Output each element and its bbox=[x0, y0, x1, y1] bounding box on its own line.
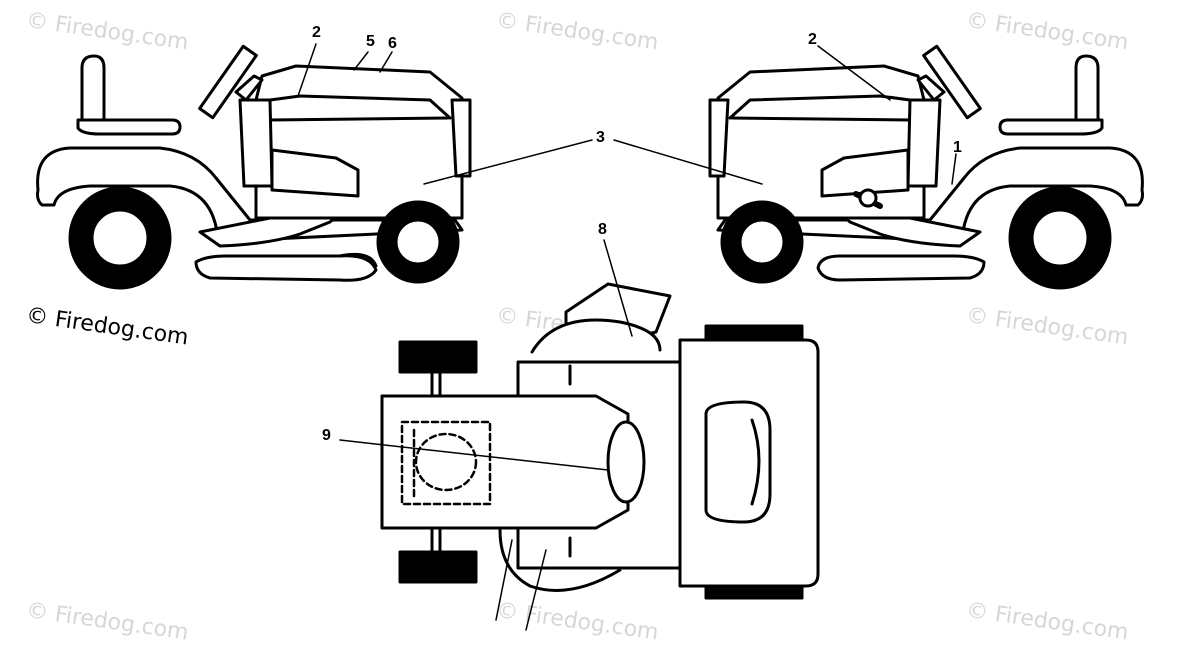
steering-wheel bbox=[922, 44, 982, 120]
callout-2-left: 2 bbox=[312, 24, 321, 41]
steering-wheel-top bbox=[606, 420, 646, 504]
seat-inner bbox=[750, 418, 761, 506]
dash bbox=[238, 98, 274, 188]
grille bbox=[708, 98, 730, 178]
right-side-view bbox=[708, 44, 1144, 290]
hood-top bbox=[380, 394, 630, 530]
hood-crease bbox=[268, 116, 450, 122]
seat-cushion bbox=[998, 118, 1104, 136]
hood-line bbox=[728, 94, 912, 120]
hood-crease bbox=[730, 116, 912, 122]
discharge-chute bbox=[338, 252, 378, 268]
lever-knob bbox=[858, 188, 878, 208]
callout-9: 9 bbox=[322, 427, 331, 444]
mower-deck bbox=[816, 254, 986, 282]
front-axle-bottom bbox=[430, 526, 442, 554]
steering-column bbox=[234, 74, 264, 102]
rear-hub bbox=[90, 208, 150, 268]
front-axle-top bbox=[430, 370, 442, 398]
front-tire-bottom bbox=[398, 550, 478, 584]
rear-fender bbox=[716, 146, 1144, 242]
leader-lines bbox=[297, 43, 957, 631]
front-tire-top bbox=[398, 340, 478, 374]
deck-upper bbox=[530, 318, 662, 354]
dash bbox=[906, 98, 942, 188]
engine-cylinder bbox=[414, 432, 478, 492]
steering-column bbox=[916, 74, 946, 102]
callout-2-right: 2 bbox=[808, 31, 817, 48]
rear-hub bbox=[1030, 208, 1090, 268]
callout-3: 3 bbox=[596, 129, 605, 146]
callout-6: 6 bbox=[388, 35, 397, 52]
front-hub bbox=[738, 218, 786, 266]
front-hub bbox=[394, 218, 442, 266]
seat-cushion bbox=[76, 118, 182, 136]
hood-line bbox=[268, 94, 452, 120]
top-view bbox=[380, 282, 820, 600]
callout-8: 8 bbox=[598, 221, 607, 238]
left-side-view bbox=[36, 44, 472, 290]
seat-back bbox=[80, 54, 106, 126]
rear-tire-top bbox=[704, 324, 804, 342]
steering-wheel bbox=[198, 44, 258, 120]
rear-fender bbox=[36, 146, 464, 242]
seat-back bbox=[1074, 54, 1100, 126]
mower-deck bbox=[194, 254, 378, 282]
engine-outline bbox=[400, 420, 492, 506]
callout-1: 1 bbox=[953, 139, 962, 156]
callout-5: 5 bbox=[366, 33, 375, 50]
grille bbox=[450, 98, 472, 178]
